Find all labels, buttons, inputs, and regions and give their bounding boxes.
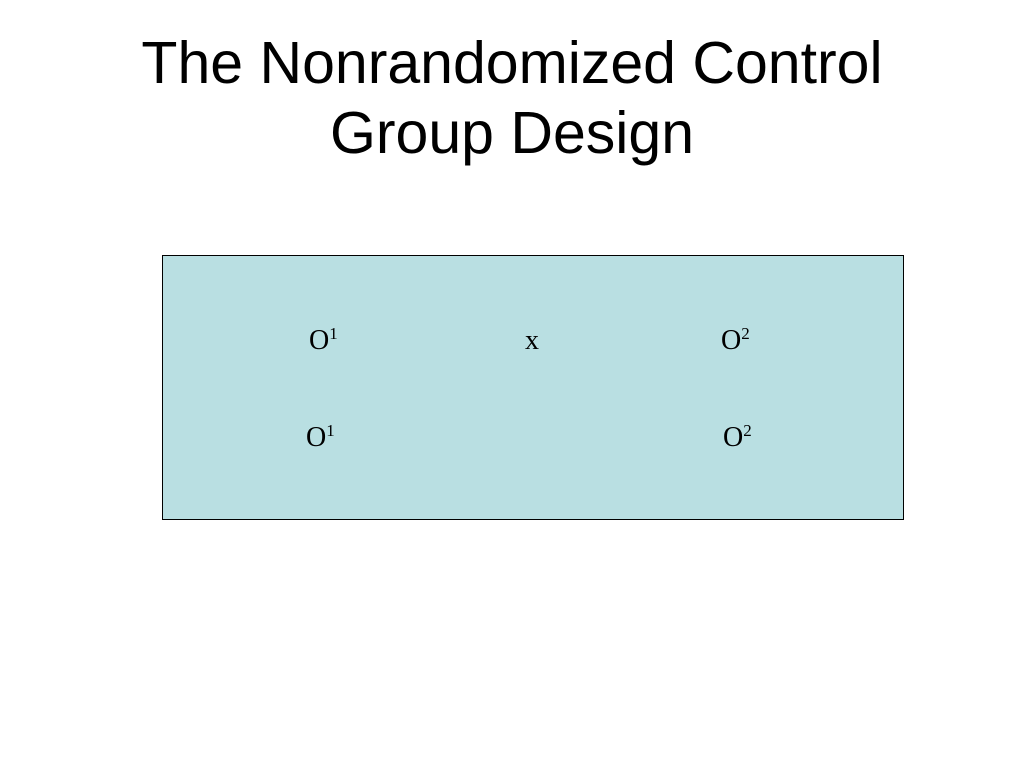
control-pretest-observation: O1 (306, 421, 335, 453)
pretest-superscript: 1 (329, 324, 338, 343)
pretest-superscript: 1 (326, 421, 335, 440)
experimental-posttest-observation: O2 (721, 324, 750, 356)
design-notation-box: O1 x O2 O1 O2 (162, 255, 904, 520)
title-line-2: Group Design (329, 100, 695, 166)
title-line-1: The Nonrandomized Control (141, 30, 883, 96)
slide-title: The Nonrandomized Control Group Design (0, 28, 1024, 168)
treatment-x: x (525, 325, 539, 356)
control-posttest-observation: O2 (723, 421, 752, 453)
posttest-superscript: 2 (741, 324, 750, 343)
posttest-superscript: 2 (743, 421, 752, 440)
experimental-pretest-observation: O1 (309, 324, 338, 356)
